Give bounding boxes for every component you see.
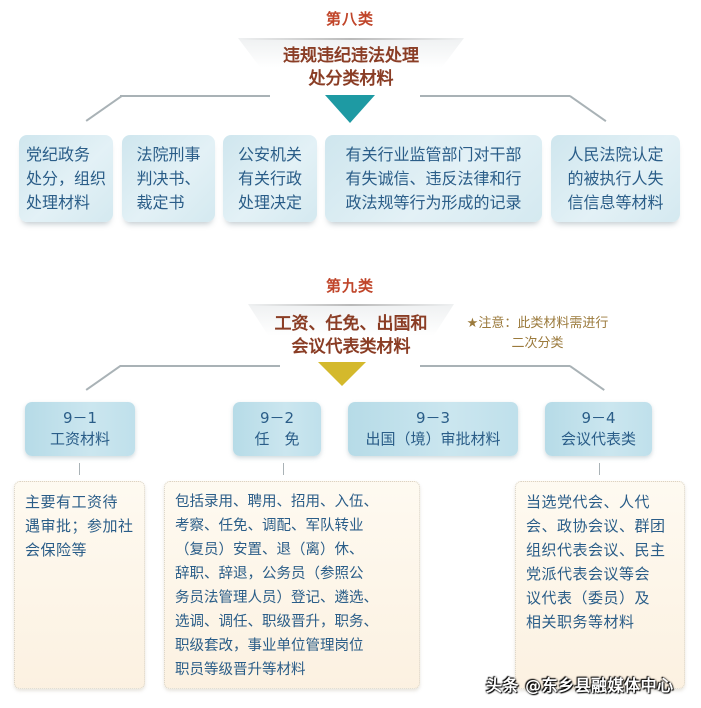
connector-line (569, 365, 605, 391)
subcategory-9-4: 9－4 会议代表类 (545, 402, 652, 456)
banner-divider-9 (248, 304, 454, 306)
connector-line (120, 95, 270, 97)
connector-tick (599, 463, 600, 475)
triangle-pointer-icon (325, 95, 375, 123)
connector-line (420, 365, 570, 367)
triangle-pointer-icon (318, 362, 366, 386)
connector-tick (79, 463, 80, 475)
note-secondary-classification: ★注意：此类材料需进行 二次分类 (466, 316, 609, 351)
banner-background-9 (248, 304, 454, 362)
watermark: 头条 @东乡县融媒体中心 (486, 676, 674, 695)
connector-line (120, 365, 280, 367)
category-label-8: 第八类 (325, 10, 374, 28)
connector-tick (283, 463, 284, 475)
material-box-dishonest-debtor: 人民法院认定 的被执行人失 信信息等材料 (551, 135, 680, 222)
material-box-party-discipline: 党纪政务 处分，组织 处理材料 (19, 135, 113, 222)
material-box-regulatory-record: 有关行业监管部门对干部 有失诚信、违反法律和行 政法规等行为形成的记录 (325, 135, 542, 222)
connector-line (85, 94, 123, 122)
subcategory-9-3: 9－3 出国（境）审批材料 (348, 402, 518, 456)
detail-box-meeting-delegate: 当选党代会、人代 会、政协会议、群团 组织代表会议、民主 党派代表会议等会 议代… (515, 481, 685, 689)
connector-line (420, 95, 570, 97)
banner-background-8 (238, 38, 464, 92)
section-title-9: 工资、任免、出国和 会议代表类材料 (274, 314, 428, 357)
subcategory-9-2: 9－2 任 免 (233, 402, 321, 456)
detail-box-salary: 主要有工资待 遇审批；参加社 会保险等 (14, 481, 145, 689)
subcategory-9-1: 9－1 工资材料 (25, 402, 135, 456)
connector-line (85, 365, 121, 391)
detail-box-appointment: 包括录用、聘用、招用、入伍、 考察、任免、调配、军队转业 （复员）安置、退（离）… (164, 481, 420, 689)
banner-divider-8 (238, 38, 464, 40)
section-title-8: 违规违纪违法处理 处分类材料 (283, 46, 419, 89)
material-box-court-verdict: 法院刑事 判决书、 裁定书 (122, 135, 215, 222)
category-label-9: 第九类 (325, 277, 374, 295)
connector-line (569, 95, 607, 122)
material-box-police-decision: 公安机关 有关行政 处理决定 (223, 135, 317, 222)
